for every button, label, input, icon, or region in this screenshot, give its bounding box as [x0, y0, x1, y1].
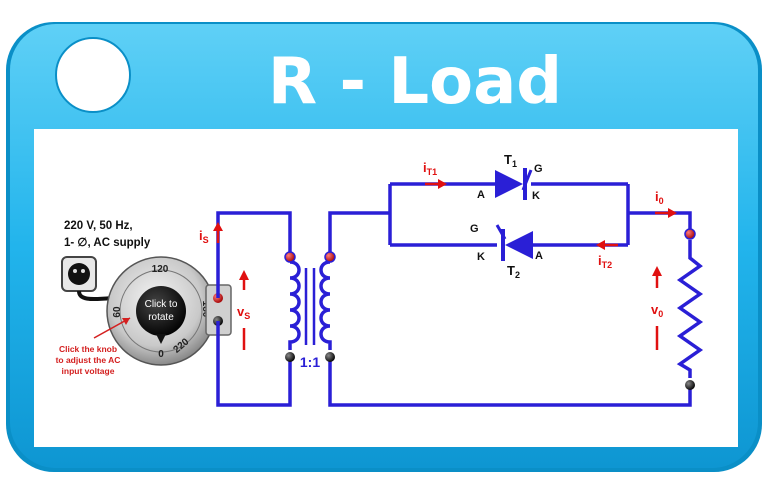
svg-text:iS: iS	[199, 228, 209, 245]
t2-anode-label: A	[535, 250, 543, 262]
i-t1-label-sub: T1	[427, 167, 438, 177]
t2-label-sub: 2	[515, 270, 520, 280]
i-s-label: i	[199, 228, 203, 243]
knob-tick-0: 0	[158, 349, 164, 360]
t2-cathode-label: K	[477, 251, 485, 263]
svg-text:vS: vS	[237, 304, 250, 321]
v-s-arrow-icon	[239, 270, 249, 280]
i-t1-label: i	[423, 160, 427, 175]
svg-text:T2: T2	[507, 263, 520, 280]
knob-hint: Click the knob to adjust the AC input vo…	[56, 317, 131, 376]
wall-socket-icon	[61, 256, 113, 302]
v-0-label: v	[651, 302, 659, 317]
knob-hint-line1: Click the knob	[59, 344, 117, 354]
load-terminal-top[interactable]	[684, 228, 696, 240]
knob-tick-60: 60	[112, 306, 123, 318]
variac-knob[interactable]: 120 60 180 0 220 Click to rotate	[106, 256, 216, 366]
thyristor-t2-icon: G K A T2	[470, 223, 543, 280]
svg-text:T1: T1	[504, 152, 517, 169]
thyristor-t1-icon: T1 G A K	[477, 152, 543, 202]
i-s-label-sub: S	[203, 235, 209, 245]
primary-terminal-bottom[interactable]	[285, 352, 295, 362]
primary-terminal-top[interactable]	[284, 251, 296, 263]
i-0-label: i	[655, 189, 659, 204]
page-title: R - Load	[268, 45, 562, 119]
v-s-label: v	[237, 304, 245, 319]
i-t1-arrow-icon	[438, 179, 447, 189]
i-0-label-sub: 0	[659, 196, 664, 206]
t1-label-sub: 1	[512, 159, 517, 169]
knob-cap[interactable]	[136, 286, 186, 336]
load-terminal-bottom[interactable]	[685, 380, 695, 390]
transformer-ratio: 1:1	[300, 354, 320, 370]
knob-hint-line2: to adjust the AC	[56, 355, 121, 365]
secondary-terminal-bottom[interactable]	[325, 352, 335, 362]
v-0-arrow-icon	[652, 266, 662, 276]
supply-label: 220 V, 50 Hz, 1- ∅, AC supply	[64, 220, 151, 249]
supply-label-line2: 1- ∅, AC supply	[64, 237, 151, 249]
annotations: iS vS iT1 iT2 i0 v0	[199, 160, 677, 350]
frame: R - Load	[6, 22, 762, 472]
i-t2-arrow-icon	[596, 240, 605, 250]
knob-center-line1: Click to	[145, 299, 178, 310]
transformer-core	[304, 268, 316, 345]
t1-anode-label: A	[477, 189, 485, 201]
svg-text:i0: i0	[655, 189, 664, 206]
v-s-label-sub: S	[244, 311, 250, 321]
i-0-arrow-icon	[668, 208, 677, 218]
t2-label: T	[507, 263, 515, 278]
i-t2-label: i	[598, 253, 602, 268]
circuit-terminals	[284, 228, 696, 390]
t1-gate-label: G	[534, 163, 543, 175]
svg-text:iT1: iT1	[423, 160, 437, 177]
supply-label-line1: 220 V, 50 Hz,	[64, 220, 133, 232]
svg-text:iT2: iT2	[598, 253, 612, 270]
knob-pointer-icon	[156, 334, 166, 344]
i-s-arrow-icon	[213, 222, 223, 231]
secondary-terminal-top[interactable]	[324, 251, 336, 263]
v-0-label-sub: 0	[658, 309, 663, 319]
header-circle	[55, 37, 131, 113]
t2-gate-label: G	[470, 223, 479, 235]
svg-text:v0: v0	[651, 302, 663, 319]
knob-tick-120: 120	[152, 264, 169, 275]
t1-label: T	[504, 152, 512, 167]
knob-center-line2: rotate	[148, 312, 174, 323]
knob-hint-line3: input voltage	[62, 366, 115, 376]
i-t2-label-sub: T2	[602, 260, 613, 270]
t1-cathode-label: K	[532, 190, 540, 202]
